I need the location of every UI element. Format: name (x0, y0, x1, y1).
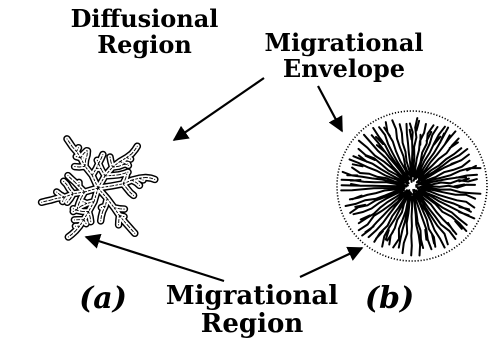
panel-a-label: (a) (68, 286, 138, 312)
panel-b-label: (b) (352, 286, 427, 312)
diffusional-label-line2: Region (52, 32, 237, 58)
arrow-to-dendrite-core (86, 237, 224, 281)
migrational-region-line1: Migrational (158, 282, 346, 310)
migrational-envelope-line1: Migrational (246, 30, 442, 56)
arrow-to-radial-region (300, 248, 362, 277)
arrow-to-envelope (318, 86, 342, 131)
diffusional-region-label: Diffusional Region (52, 6, 237, 58)
arrow-to-dendrite-arm (174, 78, 264, 140)
radial-aggregate (337, 111, 487, 261)
migrational-region-line2: Region (158, 310, 346, 338)
radial-branches (341, 118, 480, 255)
dendrite-aggregate (42, 139, 155, 237)
migrational-envelope-line2: Envelope (246, 56, 442, 82)
radial-spokes-path (341, 118, 480, 255)
diffusional-label-line1: Diffusional (52, 6, 237, 32)
migrational-region-label: Migrational Region (158, 282, 346, 338)
migrational-envelope-label: Migrational Envelope (246, 30, 442, 82)
